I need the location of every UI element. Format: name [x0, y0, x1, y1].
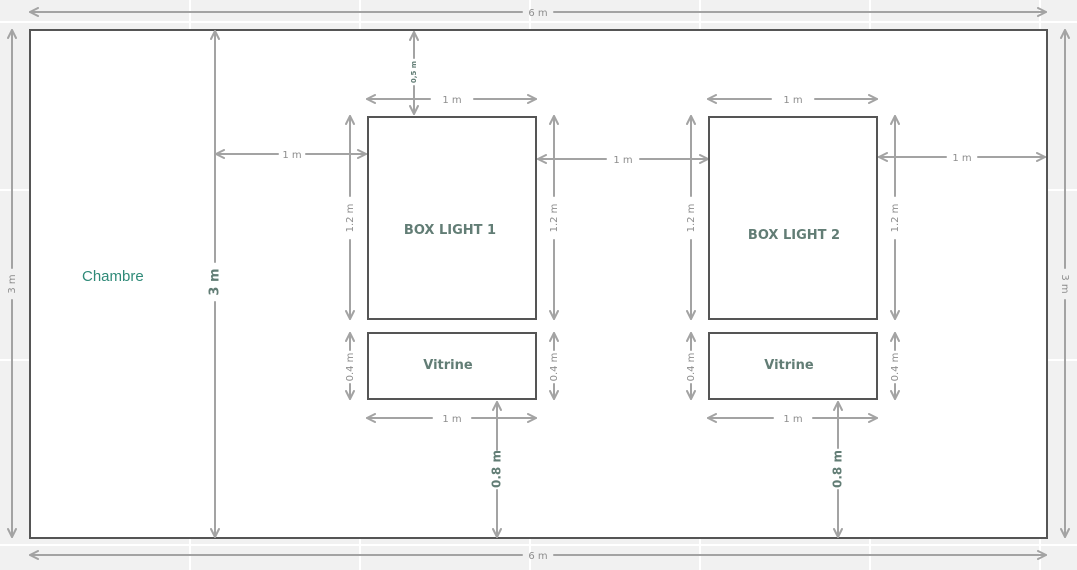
- box1-right-height-label: 1.2 m: [549, 204, 560, 233]
- wall-to-box1-label: 1 m: [282, 150, 301, 161]
- box1-width-label: 1 m: [442, 95, 461, 106]
- box2-right-height-label: 1.2 m: [890, 204, 901, 233]
- unit1-bottom-gap-label: 0.8 m: [490, 450, 504, 488]
- bottom-width-label: 6 m: [528, 551, 547, 562]
- unit-2: 1 m BOX LIGHT 2 1.2 m 1.2 m Vitrine 0.4 …: [686, 94, 901, 538]
- box-light-1: [367, 116, 537, 320]
- room-height-dimension: 3 m: [208, 30, 223, 538]
- box2-width-label: 1 m: [783, 95, 802, 106]
- room-label: Chambre: [82, 268, 144, 285]
- unit2-bottom-gap-label: 0.8 m: [831, 450, 845, 488]
- top-width-dimension: 6 m: [29, 7, 1047, 19]
- vitrine-1: [367, 332, 537, 400]
- vitrine-2-label: Vitrine: [764, 358, 814, 373]
- room-height-label: 3 m: [208, 268, 223, 295]
- box-light-1-label: BOX LIGHT 1: [404, 223, 496, 238]
- vitrine2-width-label: 1 m: [783, 414, 802, 425]
- top-gap-label: 0,5 m: [410, 61, 418, 83]
- vitrine2-left-height-label: 0.4 m: [686, 353, 697, 382]
- box2-to-wall-label: 1 m: [952, 153, 971, 164]
- left-height-dimension: 3 m: [7, 29, 18, 538]
- unit-1: 1 m BOX LIGHT 1 1.2 m 1.2 m Vitrine 0.4 …: [345, 94, 560, 538]
- vitrine2-right-height-label: 0.4 m: [890, 353, 901, 382]
- vitrine-1-label: Vitrine: [423, 358, 473, 373]
- top-width-label: 6 m: [528, 8, 547, 19]
- right-height-dimension: 3 m: [1059, 29, 1070, 538]
- box-light-2: [708, 116, 878, 320]
- vitrine1-width-label: 1 m: [442, 414, 461, 425]
- box1-to-box2-label: 1 m: [613, 155, 632, 166]
- bottom-width-dimension: 6 m: [29, 550, 1047, 562]
- box2-to-wall-dimension: 1 m: [878, 152, 1046, 164]
- vitrine1-right-height-label: 0.4 m: [549, 353, 560, 382]
- wall-to-box1-dimension: 1 m: [215, 149, 367, 161]
- vitrine1-left-height-label: 0.4 m: [345, 353, 356, 382]
- vitrine-2: [708, 332, 878, 400]
- right-height-label: 3 m: [1059, 274, 1070, 293]
- box1-left-height-label: 1.2 m: [345, 204, 356, 233]
- left-height-label: 3 m: [7, 274, 18, 293]
- box2-left-height-label: 1.2 m: [686, 204, 697, 233]
- box-light-2-label: BOX LIGHT 2: [748, 228, 840, 243]
- box1-to-box2-dimension: 1 m: [537, 154, 709, 166]
